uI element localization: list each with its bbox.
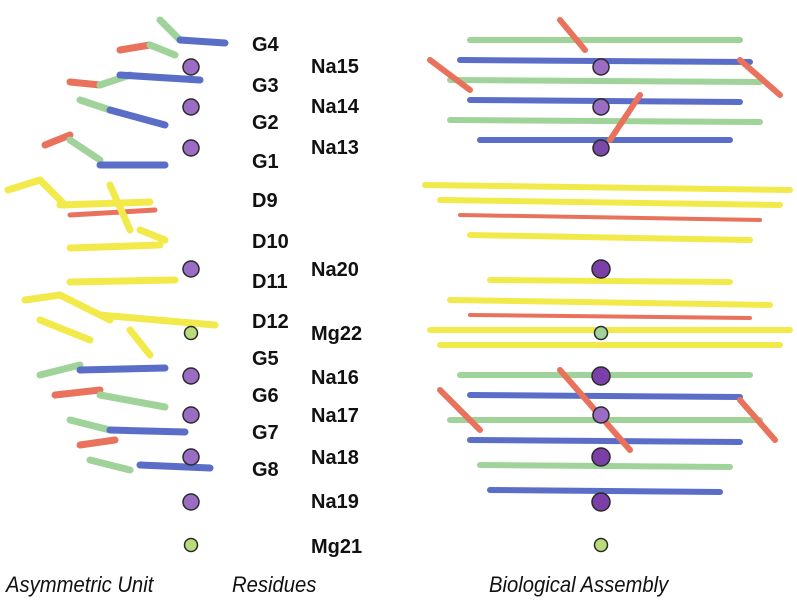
sodium-ion-na16 [182, 367, 200, 385]
ion-label-na13: Na13 [311, 137, 359, 159]
sodium-ion-na19 [182, 493, 200, 511]
ion-label-na20: Na20 [311, 259, 359, 281]
sodium-ion-na18 [182, 448, 200, 466]
guanine-quartets-top [427, 17, 783, 143]
ion-label-na15: Na15 [311, 56, 359, 78]
sodium-ion-na13 [182, 139, 200, 157]
sodium-ion-na14 [182, 98, 200, 116]
residue-label-d10: D10 [252, 231, 289, 253]
biological-assembly-panel [410, 0, 797, 565]
sodium-ion-na20 [182, 260, 200, 278]
ion-label-mg22: Mg22 [311, 323, 363, 345]
ion-spheres [182, 58, 200, 553]
residue-label-d12: D12 [252, 311, 289, 333]
residue-label-g3: G3 [252, 75, 279, 97]
ion-label-na17: Na17 [311, 405, 359, 427]
ion-label-na14: Na14 [311, 96, 359, 118]
assembly-ion-spheres [591, 58, 611, 553]
biological-assembly-structure [422, 17, 793, 553]
ligand-layers-middle [422, 182, 793, 348]
asymmetric-unit-structure [4, 16, 229, 553]
residue-label-d9: D9 [252, 190, 278, 212]
guanine-strand-bottom [36, 361, 214, 474]
ligand-stack-lower [21, 276, 219, 359]
guanine-quartets-bottom [437, 367, 778, 495]
ligand-stack-upper [4, 176, 169, 252]
residue-label-g7: G7 [252, 422, 279, 444]
residue-label-d11: D11 [252, 271, 288, 293]
ion-label-na18: Na18 [311, 447, 359, 469]
residue-label-g4: G4 [252, 34, 279, 56]
sodium-ion-na17 [182, 406, 200, 424]
asymmetric-unit-panel [0, 0, 240, 565]
caption-biological-assembly: Biological Assembly [489, 572, 669, 597]
caption-asymmetric-unit: Asymmetric Unit [6, 572, 154, 597]
residue-label-g1: G1 [252, 151, 279, 173]
magnesium-ion-mg21 [183, 537, 199, 553]
caption-residues: Residues [232, 572, 317, 597]
ion-label-na16: Na16 [311, 367, 359, 389]
guanine-strand-top [41, 16, 229, 169]
residue-label-g6: G6 [252, 385, 279, 407]
sodium-ion-na15 [182, 58, 200, 76]
residue-label-g8: G8 [252, 459, 279, 481]
residue-label-g2: G2 [252, 112, 279, 134]
ion-label-mg21: Mg21 [311, 536, 363, 558]
ion-label-na19: Na19 [311, 491, 359, 513]
magnesium-ion-mg22 [183, 325, 199, 341]
residue-label-g5: G5 [252, 348, 279, 370]
